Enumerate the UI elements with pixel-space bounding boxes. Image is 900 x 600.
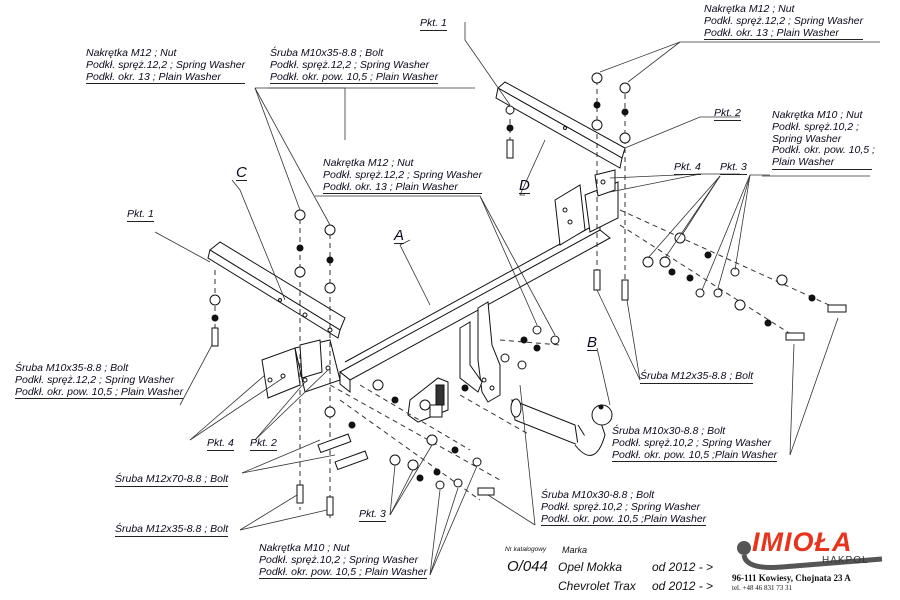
point-label-pkt3-bottom: Pkt. 3	[359, 508, 386, 522]
callout-bolt-m10x30-bottom: Śruba M10x30-8.8 ; Bolt Podkł. spręż.10,…	[541, 489, 707, 527]
callout-line: Podkł. spręż.10,2 ; Spring Washer	[259, 553, 419, 566]
callout-line: Podkł. spręż.12,2 ; Spring Washer	[704, 14, 864, 27]
callout-line: Podkł. spręż.10,2 ; Spring Washer	[541, 500, 701, 513]
part-letter-c: C	[236, 164, 247, 181]
callout-line: Nakrętka M12 ; Nut	[704, 3, 795, 15]
callout-line: Śruba M12x70-8.8 ; Bolt	[115, 473, 229, 487]
callout-line: Nakrętka M12 ; Nut	[323, 157, 414, 169]
point-label-pkt2-right: Pkt. 2	[714, 107, 741, 121]
point-label-pkt1-left: Pkt. 1	[127, 208, 154, 222]
callout-line: Podkł. okr. 13 ; Plain Washer	[323, 181, 483, 195]
part-letter-b: B	[587, 334, 598, 351]
callout-line: Nakrętka M12 ; Nut	[86, 47, 177, 59]
vehicle-years-1: od 2012 - >	[652, 560, 714, 574]
brand-label: Marka	[562, 545, 588, 555]
callout-line: Podkł. spręż.12,2 ; Spring Washer	[323, 168, 483, 181]
towball-logo-icon	[737, 541, 883, 570]
catalog-number-label: Nr katalogowy	[505, 546, 547, 553]
catalog-number: O/044	[507, 558, 548, 575]
point-text: Pkt. 2	[250, 437, 277, 451]
right-bracket	[554, 169, 619, 246]
callout-nut-m10-right: Nakrętka M10 ; Nut Podkł. spręż.10,2 ; S…	[772, 109, 875, 170]
part-d-bar	[495, 81, 626, 169]
callout-line: Podkł. okr. 13 ; Plain Washer	[86, 71, 246, 85]
callout-line: Śruba M10x35-8.8 ; Bolt	[270, 47, 384, 59]
company-phone: tel. +48 46 831 73 31	[732, 584, 792, 592]
point-label-pkt1-top: Pkt. 1	[420, 17, 447, 31]
point-text: Pkt. 2	[714, 107, 741, 121]
callout-line: Podkł. okr. pow. 10,5 ; Plain Washer	[270, 70, 439, 85]
callout-line: Podkł. okr. pow. 10,5 ;Plain Washer	[541, 512, 707, 527]
callout-line: Śruba M12x35-8.8 ; Bolt	[640, 370, 754, 384]
callout-line: Podkł. spręż.10,2 ; Spring Washer	[612, 436, 772, 449]
vehicle-name-2: Chevrolet Trax	[558, 579, 636, 593]
callout-line: Śruba M12x35-8.8 ; Bolt	[115, 523, 229, 537]
callout-bolt-m12x70-left: Śruba M12x70-8.8 ; Bolt	[115, 473, 229, 487]
callout-line: Plain Washer	[772, 156, 872, 170]
part-letter-a: A	[394, 227, 405, 244]
point-text: Pkt. 3	[720, 161, 747, 175]
point-text: Pkt. 4	[207, 437, 234, 451]
callout-line: Nakrętka M10 ; Nut	[259, 542, 350, 554]
callout-bolt-m12x35-right: Śruba M12x35-8.8 ; Bolt	[640, 370, 754, 384]
callout-line: Podkł. okr. pow. 10,5 ;Plain Washer	[612, 448, 778, 463]
callout-line: Śruba M10x30-8.8 ; Bolt	[541, 489, 655, 501]
callout-nut-m12-top-left: Nakrętka M12 ; Nut Podkł. spręż.12,2 ; S…	[86, 47, 246, 85]
callout-bolt-m10x35-top: Śruba M10x35-8.8 ; Bolt Podkł. spręż.12,…	[270, 47, 439, 85]
callout-line: Spring Washer	[772, 132, 842, 145]
point-text: Pkt. 1	[127, 208, 154, 222]
callout-line: Podkł. okr. 13 ; Plain Washer	[704, 27, 864, 41]
point-label-pkt3-right: Pkt. 3	[720, 161, 747, 175]
point-label-pkt2-left: Pkt. 2	[250, 437, 277, 451]
point-text: Pkt. 1	[420, 17, 447, 31]
callout-nut-m12-center: Nakrętka M12 ; Nut Podkł. spręż.12,2 ; S…	[323, 157, 483, 195]
callout-line: Podkł. spręż.10,2 ;	[772, 120, 859, 133]
callout-line: Podkł. spręż.12,2 ; Spring Washer	[86, 58, 246, 71]
company-address: 96-111 Kowiesy, Chojnata 23 A	[732, 573, 851, 583]
point-label-pkt4-right: Pkt. 4	[674, 161, 701, 175]
part-b-ball-arm	[510, 398, 613, 456]
callout-line: Podkł. okr. pow. 10,5 ;	[772, 144, 875, 157]
callout-nut-m12-top-right: Nakrętka M12 ; Nut Podkł. spręż.12,2 ; S…	[704, 3, 864, 41]
company-sub: HAKPOL	[822, 555, 869, 566]
vehicle-years-2: od 2012 - >	[652, 579, 714, 593]
callout-line: Podkł. okr. pow. 10,5 ; Plain Washer	[259, 565, 428, 580]
callout-line: Podkł. okr. pow. 10,5 ; Plain Washer	[15, 385, 184, 400]
vehicle-name-1: Opel Mokka	[558, 560, 623, 574]
callout-bolt-m12x35-left: Śruba M12x35-8.8 ; Bolt	[115, 523, 229, 537]
point-text: Pkt. 4	[674, 161, 701, 175]
callout-bolt-m10x35-left: Śruba M10x35-8.8 ; Bolt Podkł. spręż.12,…	[15, 362, 184, 400]
company-brand: IMIOŁA	[752, 527, 853, 557]
callout-line: Śruba M10x35-8.8 ; Bolt	[15, 362, 129, 374]
left-bracket	[261, 339, 341, 399]
center-plate	[459, 301, 501, 403]
part-letter-d: D	[519, 177, 530, 194]
callout-nut-m10-bottom: Nakrętka M10 ; Nut Podkł. spręż.10,2 ; S…	[259, 542, 428, 580]
callout-line: Śruba M10x30-8.8 ; Bolt	[612, 425, 726, 437]
callout-bolt-m10x30-right: Śruba M10x30-8.8 ; Bolt Podkł. spręż.10,…	[612, 425, 778, 463]
callout-line: Podkł. spręż.12,2 ; Spring Washer	[15, 373, 175, 386]
crossbar-a	[339, 221, 611, 394]
company-logo: IMIOŁA HAKPOL 96-111 Kowiesy, Chojnata 2…	[722, 525, 892, 600]
callout-line: Podkł. spręż.12,2 ; Spring Washer	[270, 58, 430, 71]
callout-line: Nakrętka M10 ; Nut	[772, 109, 863, 121]
part-c-bar	[207, 241, 346, 339]
point-label-pkt4-left: Pkt. 4	[207, 437, 234, 451]
point-text: Pkt. 3	[359, 508, 386, 522]
